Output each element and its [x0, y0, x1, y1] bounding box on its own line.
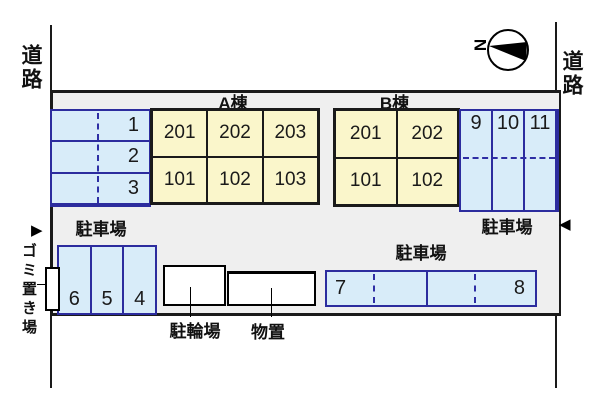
unit-a-103: 103	[262, 156, 318, 203]
building-b: 201 202 101 102	[333, 108, 460, 207]
parking-space-8: 8	[426, 270, 537, 307]
compass-north-label: N	[471, 39, 490, 51]
parking-divider-dashed	[463, 157, 555, 159]
parking-divider-dashed	[474, 274, 476, 303]
storage-leader-line	[271, 288, 272, 317]
parking-space-1: 1	[52, 111, 149, 143]
parking-space-7-number: 7	[335, 277, 347, 299]
entrance-arrow-left-icon: ▶	[31, 222, 43, 239]
road-label-left: 道路	[19, 44, 42, 92]
parking-label-bottom: 駐車場	[395, 244, 447, 263]
unit-a-202: 202	[207, 110, 263, 157]
parking-space-6: 6	[59, 247, 92, 313]
compass-north-icon: N	[471, 29, 529, 71]
road-label-right: 道路	[560, 50, 583, 98]
unit-b-202: 202	[396, 110, 458, 158]
garbage-leader-line	[37, 284, 45, 285]
parking-space-7: 7	[325, 270, 435, 307]
parking-divider-dashed	[373, 274, 375, 303]
parking-block-right: 9 10 11	[459, 109, 559, 212]
parking-space-11: 11	[525, 111, 557, 210]
unit-b-201: 201	[335, 110, 397, 158]
unit-a-201: 201	[152, 110, 208, 157]
parking-block-bottom-left: 6 5 4	[57, 245, 157, 315]
parking-block-left: 1 2 3	[50, 109, 151, 207]
building-a: 201 202 203 101 102 103	[150, 108, 320, 205]
parking-space-9: 9	[461, 111, 493, 210]
parking-space-3: 3	[52, 173, 149, 205]
parking-label-left: 駐車場	[75, 220, 127, 239]
unit-a-101: 101	[152, 156, 208, 203]
parking-space-2: 2	[52, 142, 149, 174]
unit-a-102: 102	[207, 156, 263, 203]
unit-b-101: 101	[335, 157, 397, 205]
parking-space-4: 4	[124, 247, 156, 313]
garbage-box	[45, 267, 60, 311]
bicycle-leader-line	[190, 287, 191, 317]
garbage-area-label: ゴミ置き場	[20, 243, 37, 338]
bicycle-parking-label: 駐輪場	[169, 322, 221, 341]
unit-b-102: 102	[396, 157, 458, 205]
parking-label-right: 駐車場	[481, 218, 533, 237]
entrance-arrow-right-icon: ◀	[559, 216, 571, 233]
storage-label: 物置	[251, 323, 285, 342]
bicycle-parking-box	[163, 265, 226, 306]
parking-space-10: 10	[493, 111, 525, 210]
parking-space-8-number: 8	[513, 277, 525, 299]
unit-a-203: 203	[262, 110, 318, 157]
parking-space-5: 5	[91, 247, 125, 313]
parking-divider-dashed	[97, 113, 99, 203]
